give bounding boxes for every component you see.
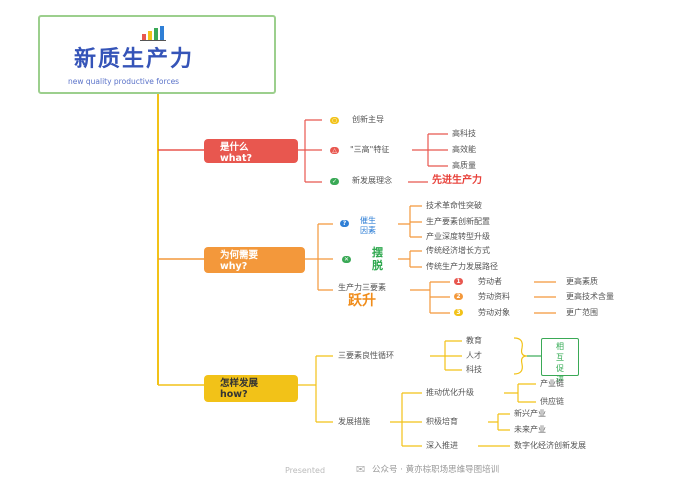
question-icon: ? xyxy=(340,220,349,227)
measure2-bracket xyxy=(488,413,510,431)
why-cat1: 催生 因素 xyxy=(360,216,376,235)
factor-object-target: 更广范围 xyxy=(566,308,598,317)
why-cat3-pre: 生产力三要素 xyxy=(338,283,386,292)
how-part1: 三要素良性循环 xyxy=(338,351,394,360)
high-tech: 高科技 xyxy=(452,129,476,138)
cat3-bracket xyxy=(410,281,450,314)
mutual-promotion-label: 相 互 促 进 xyxy=(556,342,564,384)
factor-labor-target: 更高素质 xyxy=(566,277,598,286)
how-part2: 发展措施 xyxy=(338,417,370,426)
what-item3-target: 先进生产力 xyxy=(432,175,482,186)
why-label-cn: 为何需要 xyxy=(220,250,259,261)
page-title: 新质生产力 xyxy=(74,47,195,72)
why-cat2-item1: 传统经济增长方式 xyxy=(426,246,490,255)
cross-icon: ✕ xyxy=(342,256,351,263)
bar-chart-icon xyxy=(140,26,166,41)
footer-wechat: 公众号 · 黄亦棕职场思维导图培训 xyxy=(372,465,500,475)
high-quality: 高质量 xyxy=(452,161,476,170)
how-label-en: how? xyxy=(220,389,248,400)
factor-icon-1: 1 xyxy=(454,278,463,285)
part1-bracket xyxy=(430,340,462,371)
page-subtitle: new quality productive forces xyxy=(68,77,180,86)
why-label-en: why? xyxy=(220,261,248,272)
how-label-cn: 怎样发展 xyxy=(220,378,259,389)
wechat-icon: ✉ xyxy=(356,463,366,476)
measure1-item1: 产业链 xyxy=(540,379,564,388)
measure1-item2: 供应链 xyxy=(540,397,564,406)
part1-curly xyxy=(513,337,528,375)
measure2-item2: 未来产业 xyxy=(514,425,546,434)
how-node: 怎样发展 how? xyxy=(204,375,298,402)
why-cat3: 跃升 xyxy=(348,293,376,309)
measure2-label: 积极培育 xyxy=(426,417,458,426)
why-cat2: 摆 脱 xyxy=(372,246,383,272)
why-cat1-item2: 生产要素创新配置 xyxy=(426,217,490,226)
why-cat2-item2: 传统生产力发展路径 xyxy=(426,262,498,271)
what-item3: 新发展理念 xyxy=(352,176,392,185)
title-box: 新质生产力 new quality productive forces xyxy=(38,15,276,94)
what-bracket xyxy=(298,119,322,183)
footer-presented: Presented xyxy=(285,466,326,475)
why-cat1-item3: 产业深度转型升级 xyxy=(426,232,490,241)
what-label-cn: 是什么 xyxy=(220,142,249,153)
factor-means: 劳动资料 xyxy=(478,292,510,301)
what-node: 是什么 what? xyxy=(204,139,298,164)
how-part1-talent: 人才 xyxy=(466,351,482,360)
what-item2: "三高"特征 xyxy=(350,145,390,154)
why-node: 为何需要 why? xyxy=(204,247,305,273)
factor-labor: 劳动者 xyxy=(478,277,502,286)
cat1-bracket xyxy=(398,205,422,238)
high-bracket xyxy=(412,133,448,167)
measure3-label: 深入推进 xyxy=(426,441,458,450)
measure2-item1: 新兴产业 xyxy=(514,409,546,418)
why-cat1-item1: 技术革命性突破 xyxy=(426,201,482,210)
factor-icon-3: 3 xyxy=(454,309,463,316)
measure1-label: 推动优化升级 xyxy=(426,388,474,397)
part2-bracket xyxy=(390,392,422,447)
factor-icon-2: 2 xyxy=(454,293,463,300)
how-part1-tech: 科技 xyxy=(466,365,482,374)
factor-object: 劳动对象 xyxy=(478,308,510,317)
cat2-bracket xyxy=(398,250,422,268)
bulb-icon: ○ xyxy=(330,117,339,124)
check-icon: ✓ xyxy=(330,178,339,185)
measure3-item1: 数字化经济创新发展 xyxy=(514,441,586,450)
what-label-en: what? xyxy=(220,153,253,164)
why-bracket xyxy=(305,223,333,291)
high-efficiency: 高效能 xyxy=(452,145,476,154)
how-part1-education: 教育 xyxy=(466,336,482,345)
how-bracket xyxy=(298,355,333,423)
factor-means-target: 更高技术含量 xyxy=(566,292,614,301)
what-item1: 创新主导 xyxy=(352,115,384,124)
mountain-icon: △ xyxy=(330,147,339,154)
mutual-promotion-box: 相 互 促 进 xyxy=(541,338,579,384)
measure1-bracket xyxy=(504,383,536,403)
